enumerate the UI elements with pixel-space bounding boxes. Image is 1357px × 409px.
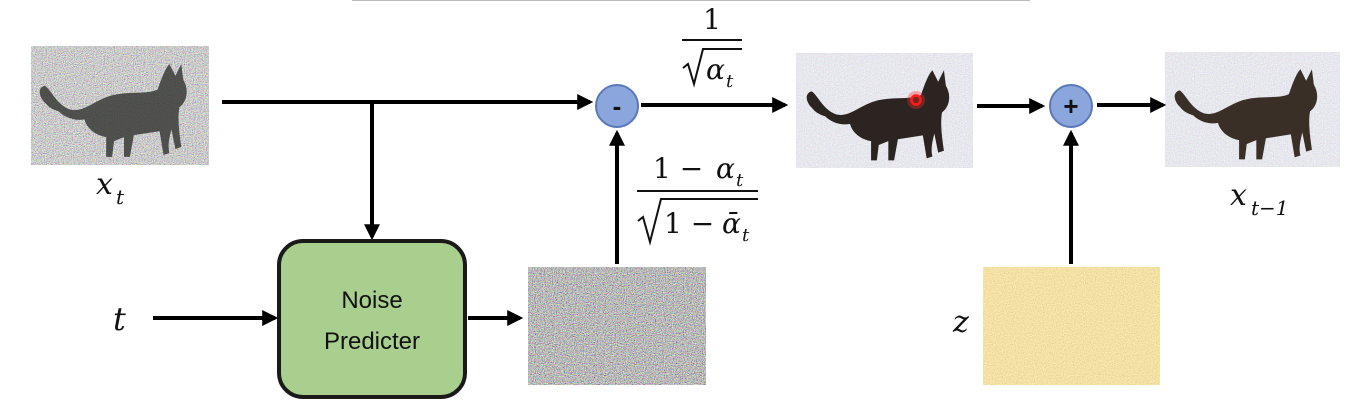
minus-operator: - bbox=[595, 84, 639, 128]
result-cat-image bbox=[1165, 52, 1340, 167]
coef-mid-num-sub: t bbox=[736, 170, 744, 191]
coef-mid-den-alpha: ᾱ bbox=[722, 207, 741, 240]
label-z: z bbox=[952, 305, 969, 340]
minus-symbol: - bbox=[613, 91, 622, 121]
coef-mid-den-one: 1 − bbox=[664, 207, 714, 240]
red-glow-icon bbox=[907, 91, 925, 109]
label-xt: x t bbox=[96, 167, 125, 209]
label-x-prev-sub: t−1 bbox=[1251, 196, 1289, 220]
coef-top-alpha: α bbox=[706, 53, 725, 86]
coef-top: 1 α t bbox=[682, 3, 742, 92]
label-t: t bbox=[113, 300, 126, 338]
label-xt-main: x bbox=[96, 167, 113, 202]
coef-top-numerator: 1 bbox=[703, 3, 721, 36]
label-x-prev: x t−1 bbox=[1230, 178, 1289, 220]
plus-symbol: + bbox=[1063, 91, 1078, 121]
label-x-prev-main: x bbox=[1230, 178, 1247, 213]
coef-mid-num-one: 1 − bbox=[653, 152, 703, 185]
noise-predicter-line2: Predicter bbox=[324, 328, 420, 355]
coef-mid-den-sub: t bbox=[742, 225, 750, 246]
red-circle-marker-icon bbox=[910, 94, 922, 106]
noisy-cat-image-xt bbox=[31, 46, 209, 165]
coef-mid-sqrt-icon bbox=[637, 198, 758, 246]
plus-operator: + bbox=[1049, 84, 1093, 128]
arrows bbox=[153, 94, 1167, 326]
coef-mid-num-alpha: α bbox=[716, 152, 735, 185]
label-xt-sub: t bbox=[116, 185, 125, 209]
predicted-noise-image bbox=[528, 267, 706, 385]
coef-mid: 1 − α t 1 − ᾱ t bbox=[637, 152, 758, 246]
noise-predicter-line1: Noise bbox=[341, 287, 402, 314]
z-noise-image bbox=[983, 267, 1160, 385]
coef-top-sqrt-icon bbox=[682, 48, 742, 88]
denoised-cat-image bbox=[796, 53, 973, 168]
noise-predicter-box: Noise Predicter bbox=[277, 239, 467, 399]
coef-top-alpha-sub: t bbox=[726, 71, 734, 92]
